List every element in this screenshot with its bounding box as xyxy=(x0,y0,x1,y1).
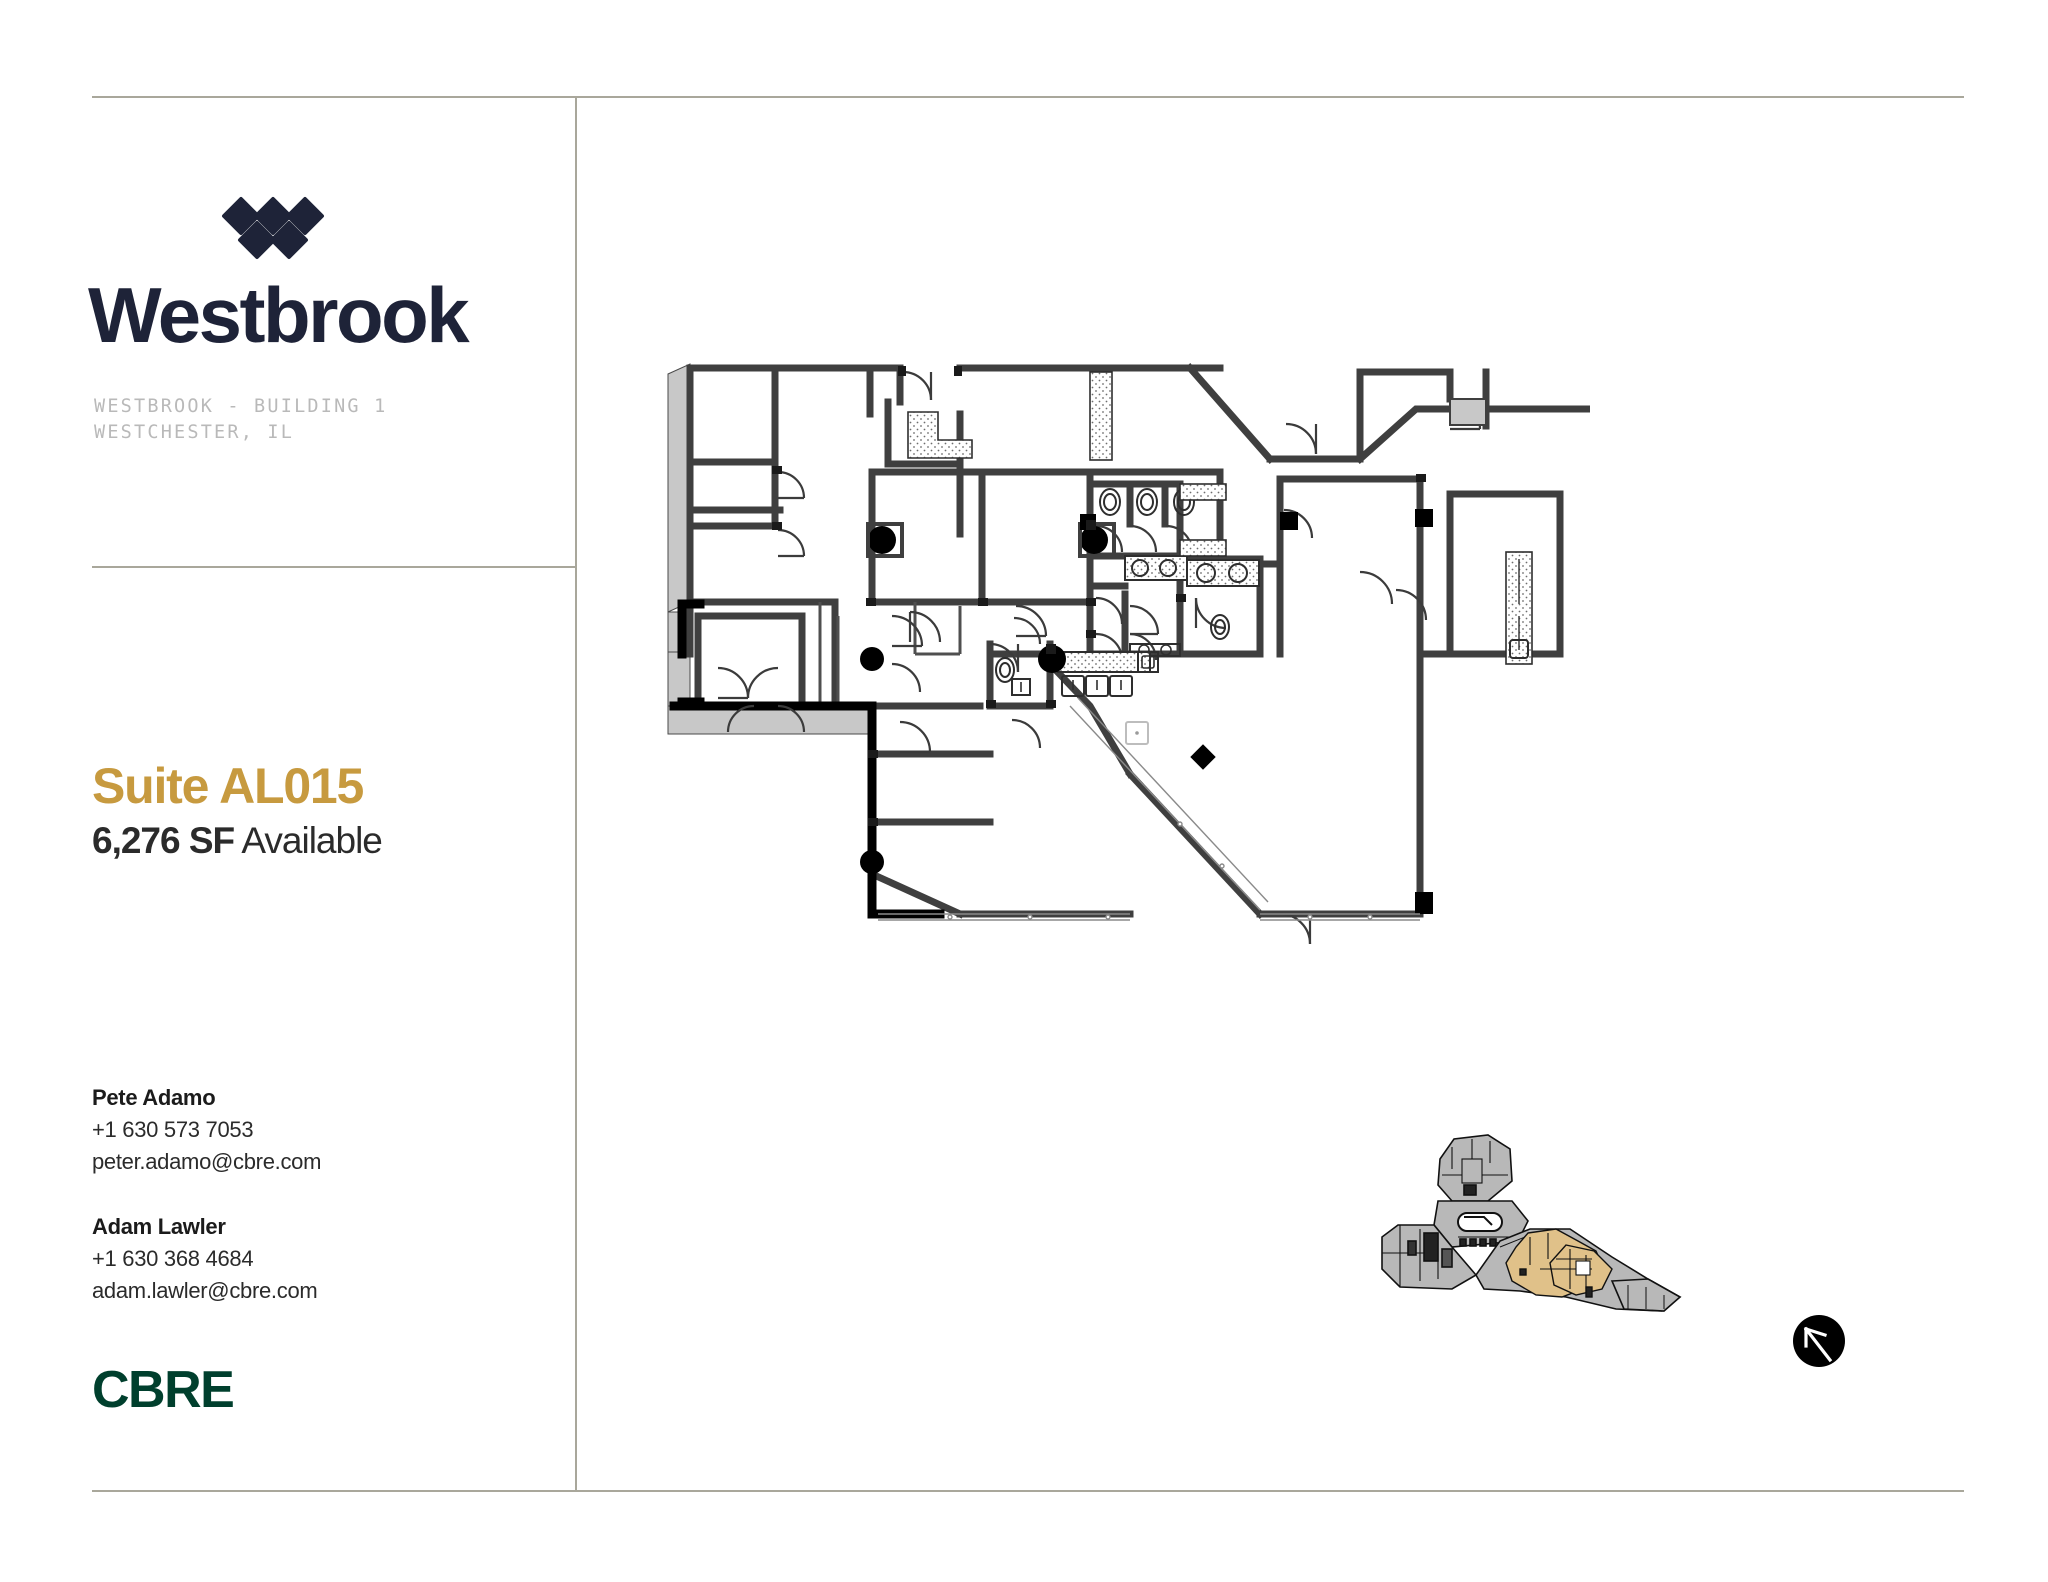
suite-floor-plan xyxy=(660,354,1590,994)
page-bottom-rule xyxy=(92,1490,1964,1492)
plan-panel xyxy=(575,96,1964,1492)
westbrook-logo: Westbrook xyxy=(88,192,492,354)
suite-available-label: Available xyxy=(234,820,382,861)
kitchenette xyxy=(1011,651,1159,745)
keyplan-highlighted-suite xyxy=(1505,1228,1613,1298)
suite-summary: Suite AL015 6,276 SF Available xyxy=(92,759,552,863)
suite-title: Suite AL015 xyxy=(92,758,364,814)
address-line-2: WESTCHESTER, IL xyxy=(94,422,295,444)
door-jambs xyxy=(772,366,1426,826)
contact-phone[interactable]: +1 630 368 4684 xyxy=(92,1245,254,1271)
suite-square-footage: 6,276 SF xyxy=(92,820,235,861)
column-surround xyxy=(866,522,1116,558)
page-top-rule xyxy=(92,96,1964,98)
contact-name: Adam Lawler xyxy=(92,1213,226,1239)
structural-column xyxy=(860,526,1108,874)
sidebar: Westbrook WESTBROOK - BUILDING 1 WESTCHE… xyxy=(88,96,562,1492)
cbre-logo: CBRE xyxy=(92,1361,235,1419)
keyplan-core xyxy=(1433,1200,1529,1248)
property-address: WESTBROOK - BUILDING 1 WESTCHESTER, IL xyxy=(94,394,387,447)
keyplan-north-wing xyxy=(1437,1134,1513,1202)
north-arrow-glyph xyxy=(1803,1326,1833,1363)
building-key-plan xyxy=(1380,1129,1720,1329)
contact-card: Adam Lawler +1 630 368 4684 adam.lawler@… xyxy=(92,1210,512,1307)
north-arrow-circle xyxy=(1793,1315,1845,1367)
window-mullions xyxy=(878,697,1420,921)
north-arrow xyxy=(1791,1313,1847,1369)
contact-email[interactable]: peter.adamo@cbre.com xyxy=(92,1148,322,1174)
column-divider-rule xyxy=(575,96,577,1492)
interior-partitions xyxy=(818,602,962,706)
contact-card: Pete Adamo +1 630 573 7053 peter.adamo@c… xyxy=(92,1081,512,1178)
westbrook-diamond-icon xyxy=(221,192,336,264)
contact-list: Pete Adamo +1 630 573 7053 peter.adamo@c… xyxy=(92,1081,512,1339)
address-line-1: WESTBROOK - BUILDING 1 xyxy=(94,396,388,417)
suite-availability: 6,276 SF Available xyxy=(92,819,552,863)
vanity-counter xyxy=(1124,483,1260,657)
diamond-column-marker xyxy=(1190,744,1216,770)
keyplan-tail xyxy=(1610,1278,1682,1312)
westbrook-wordmark: Westbrook xyxy=(88,271,470,359)
contact-phone[interactable]: +1 630 573 7053 xyxy=(92,1117,254,1142)
structural-wall xyxy=(669,599,945,919)
sidebar-divider-rule xyxy=(92,566,575,568)
hatched-niche xyxy=(907,371,1533,665)
keyplan-west-wing xyxy=(1381,1224,1478,1290)
contact-name: Pete Adamo xyxy=(92,1085,216,1110)
contact-email[interactable]: adam.lawler@cbre.com xyxy=(92,1277,318,1303)
wall-structure xyxy=(686,363,1590,919)
